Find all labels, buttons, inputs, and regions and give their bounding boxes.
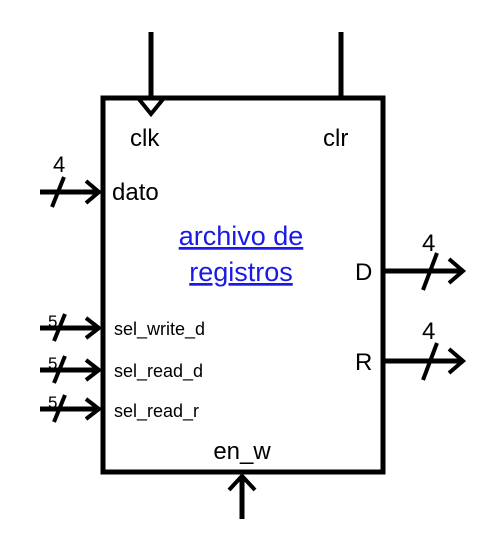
r-output-label: R [355,349,372,376]
sel-write-d-bus-width: 5 [48,312,57,331]
sel-write-d-bus-slash [52,313,67,342]
en-w-label: en_w [213,438,271,465]
en-w-arrow-icon [227,473,257,492]
sel-write-d-arrow-icon [84,316,103,340]
d-output-arrow-icon [447,257,467,285]
d-output-bus-slash [421,252,439,291]
sel-read-d-label: sel_read_d [114,361,203,382]
clr-label: clr [323,125,348,152]
dato-arrow-icon [84,179,103,205]
sel-read-d-arrow-icon [84,358,103,382]
dato-bus-width: 4 [53,152,65,177]
clk-label: clk [130,125,160,152]
sel-read-d-bus-width: 5 [48,354,57,373]
sel-read-r-bus-width: 5 [48,393,57,412]
dato-bus-slash [50,176,66,208]
r-output-bus-slash [421,342,439,381]
dato-label: dato [112,179,159,206]
block-title-line1[interactable]: archivo de [179,221,304,251]
sel-read-r-label: sel_read_r [114,401,199,422]
sel-write-d-label: sel_write_d [114,319,205,340]
sel-read-d-bus-slash [52,355,67,384]
block-title-line2[interactable]: registros [189,257,293,287]
r-output-bus-width: 4 [422,318,435,345]
sel-read-r-bus-slash [52,394,67,423]
d-output-bus-width: 4 [422,230,435,257]
sel-read-r-arrow-icon [84,397,103,421]
r-output-arrow-icon [447,347,467,375]
clock-triangle-icon [136,96,166,118]
register-file-block [100,95,386,475]
d-output-label: D [355,259,372,286]
